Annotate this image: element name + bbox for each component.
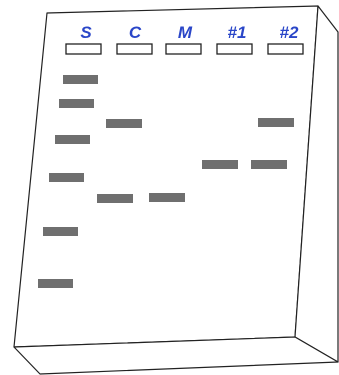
band-s-3: [55, 135, 90, 144]
band-2-2: [251, 160, 287, 169]
well-s: [65, 43, 102, 55]
well-2: [267, 43, 304, 55]
sample-wells: [65, 43, 304, 55]
bands: [38, 75, 294, 288]
band-m-1: [149, 193, 185, 202]
gel-bottom-face: [13, 336, 339, 375]
band-c-1: [106, 119, 142, 128]
lane-label-c: C: [129, 23, 142, 42]
band-s-2: [59, 99, 94, 108]
band-s-6: [38, 279, 73, 288]
lane-label-1: #1: [228, 23, 247, 42]
band-2-1: [258, 118, 294, 127]
band-s-1: [63, 75, 98, 84]
well-m: [165, 43, 202, 55]
lane-label-2: #2: [280, 23, 299, 42]
lane-labels: S C M #1 #2: [80, 23, 299, 42]
well-c: [116, 43, 153, 55]
band-1-1: [202, 160, 238, 169]
band-s-4: [49, 173, 84, 182]
lane-label-s: S: [80, 23, 92, 42]
gel-slab: [13, 5, 339, 375]
band-s-5: [43, 227, 78, 236]
lane-label-m: M: [178, 23, 193, 42]
band-c-2: [97, 194, 133, 203]
well-1: [216, 43, 253, 55]
